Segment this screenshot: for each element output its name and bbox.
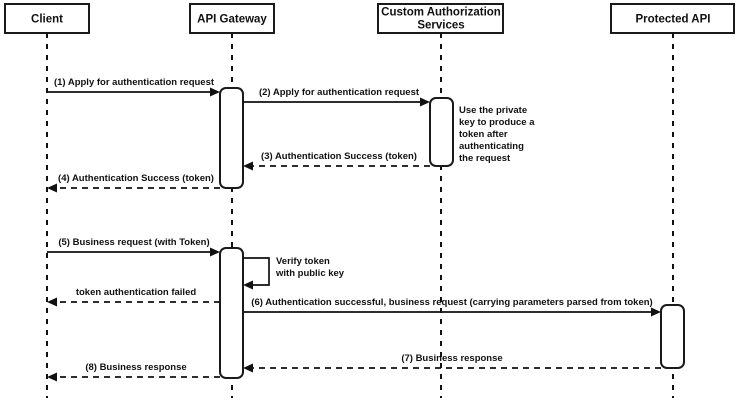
activation-bar-protected-api[interactable]	[660, 304, 685, 369]
message-5-label: (5) Business request (with Token)	[58, 237, 209, 248]
message-7-arrowhead-icon	[243, 363, 253, 373]
activation-bar-api-gateway-business[interactable]	[219, 247, 244, 379]
message-self-verify-token-with-public-key[interactable]: Verify token with public key	[243, 256, 345, 290]
participant-label-protected-api: Protected API	[636, 14, 711, 26]
message-self-label-line1: Verify token	[276, 256, 330, 267]
message-fail-label: token authentication failed	[76, 287, 197, 298]
note-private-key: Use the private key to produce a token a…	[459, 105, 535, 164]
message-8-arrowhead-icon	[47, 372, 57, 382]
message-5-business-request-with-token[interactable]: (5) Business request (with Token)	[47, 237, 220, 257]
message-7-label: (7) Business response	[401, 353, 502, 364]
participant-label-custom-authorization-services-line1: Custom Authorization	[381, 7, 501, 19]
participant-api-gateway[interactable]: API Gateway	[189, 3, 275, 34]
message-1-apply-for-authentication-request[interactable]: (1) Apply for authentication request	[47, 77, 220, 97]
message-4-label: (4) Authentication Success (token)	[58, 173, 214, 184]
message-self-arrowhead-icon	[243, 280, 253, 290]
message-6-authentication-successful-business-request[interactable]: (6) Authentication successful, business …	[243, 297, 661, 317]
message-3-label: (3) Authentication Success (token)	[261, 151, 417, 162]
message-8-label: (8) Business response	[85, 362, 186, 373]
message-self-label-line2: with public key	[275, 268, 345, 279]
note-private-key-line-1: Use the private	[459, 105, 527, 116]
message-8-business-response[interactable]: (8) Business response	[47, 362, 220, 382]
message-7-business-response[interactable]: (7) Business response	[243, 353, 661, 373]
message-6-label: (6) Authentication successful, business …	[251, 297, 652, 308]
message-6-arrowhead-icon	[651, 307, 661, 317]
message-4-authentication-success-token[interactable]: (4) Authentication Success (token)	[47, 173, 220, 193]
message-2-apply-for-authentication-request[interactable]: (2) Apply for authentication request	[243, 87, 430, 107]
message-self-loop-line	[243, 257, 270, 286]
message-1-arrowhead-icon	[210, 87, 220, 97]
message-3-arrowhead-icon	[243, 161, 253, 171]
note-private-key-line-3: token after	[459, 129, 508, 140]
activation-bar-custom-authorization-services[interactable]	[429, 97, 454, 167]
participant-label-api-gateway: API Gateway	[197, 14, 267, 26]
message-2-label: (2) Apply for authentication request	[259, 87, 420, 98]
note-private-key-line-5: the request	[459, 153, 511, 164]
participant-custom-authorization-services[interactable]: Custom Authorization Services	[377, 3, 504, 34]
participant-label-custom-authorization-services-line2: Services	[417, 20, 464, 32]
participant-protected-api[interactable]: Protected API	[610, 3, 735, 34]
message-4-arrowhead-icon	[47, 183, 57, 193]
participant-label-client: Client	[31, 14, 63, 26]
message-5-arrowhead-icon	[210, 247, 220, 257]
activation-bar-api-gateway-auth[interactable]	[219, 87, 244, 189]
message-2-arrowhead-icon	[420, 97, 430, 107]
note-private-key-line-4: authenticating	[459, 141, 524, 152]
message-1-label: (1) Apply for authentication request	[54, 77, 215, 88]
note-private-key-line-2: key to produce a	[459, 117, 535, 128]
participant-client[interactable]: Client	[4, 3, 90, 34]
message-token-authentication-failed[interactable]: token authentication failed	[47, 287, 220, 307]
message-fail-arrowhead-icon	[47, 297, 57, 307]
message-3-authentication-success-token[interactable]: (3) Authentication Success (token)	[243, 151, 430, 171]
